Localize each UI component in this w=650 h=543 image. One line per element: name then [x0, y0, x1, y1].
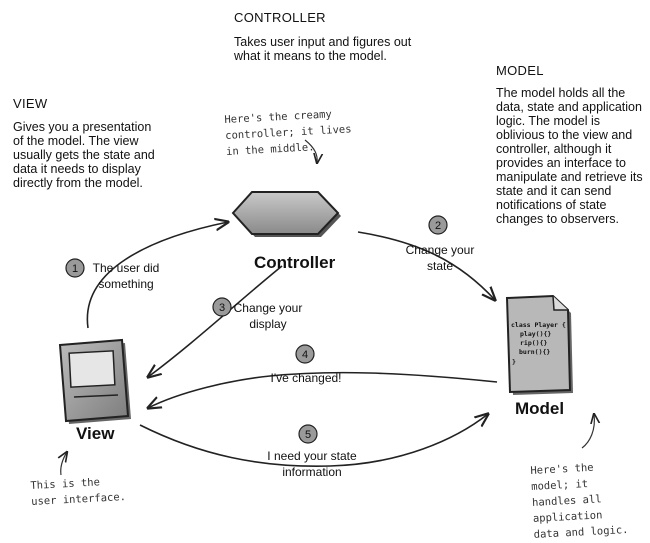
model-code: class Player { play(){} rip(){} burn(){}… — [511, 321, 566, 366]
model-code-line: play(){} — [520, 330, 551, 338]
model-note: Here's the model; it handles all applica… — [530, 461, 629, 541]
step-3-number: 3 — [219, 302, 225, 314]
view-note: This is the user interface. — [30, 476, 127, 508]
step-1-number: 1 — [72, 263, 78, 275]
model-code-line: burn(){} — [519, 348, 550, 356]
step-3-label: Change your display — [233, 301, 303, 331]
step-2-number: 2 — [435, 220, 441, 232]
model-code-line: rip(){} — [520, 339, 547, 347]
step-2-label: Change your state — [405, 243, 475, 273]
step-4-circle: 4 — [295, 344, 315, 364]
controller-description: Takes user input and figures out what it… — [234, 35, 412, 63]
arrow-view-to-controller — [86, 222, 228, 329]
model-document-icon — [505, 294, 573, 395]
note-arrow-view — [61, 452, 67, 476]
step-1-circle: 1 — [65, 258, 85, 278]
model-code-line: class Player { — [511, 321, 566, 329]
step-5-circle: 5 — [298, 424, 318, 444]
step-circles: 1 2 3 4 5 — [65, 215, 448, 444]
model-heading: MODEL — [496, 63, 544, 78]
step-4-label: I've changed! — [270, 371, 342, 385]
step-1-label: The user did something — [92, 261, 160, 291]
step-3-circle: 3 — [212, 297, 232, 317]
step-2-circle: 2 — [428, 215, 448, 235]
view-heading: VIEW — [13, 96, 48, 111]
view-label: View — [76, 424, 115, 443]
step-5-number: 5 — [305, 429, 311, 441]
model-label: Model — [515, 399, 565, 418]
view-monitor-icon — [58, 338, 131, 424]
model-code-line: } — [512, 358, 516, 366]
controller-label: Controller — [254, 253, 336, 272]
arrow-model-to-view — [148, 371, 498, 408]
controller-note: Here's the creamy controller; it lives i… — [224, 108, 352, 158]
note-arrow-model — [581, 414, 594, 449]
model-description: The model holds all the data, state and … — [496, 86, 643, 226]
note-arrow-controller — [304, 139, 317, 163]
controller-heading: CONTROLLER — [234, 10, 326, 25]
view-description: Gives you a presentation of the model. T… — [13, 120, 155, 190]
step-4-number: 4 — [302, 349, 308, 361]
arrow-view-to-model — [139, 414, 488, 467]
arrow-controller-to-view — [148, 265, 283, 377]
arrow-controller-to-model — [357, 231, 495, 300]
controller-hexagon-icon — [231, 191, 341, 237]
step-5-label: I need your state information — [267, 449, 357, 479]
